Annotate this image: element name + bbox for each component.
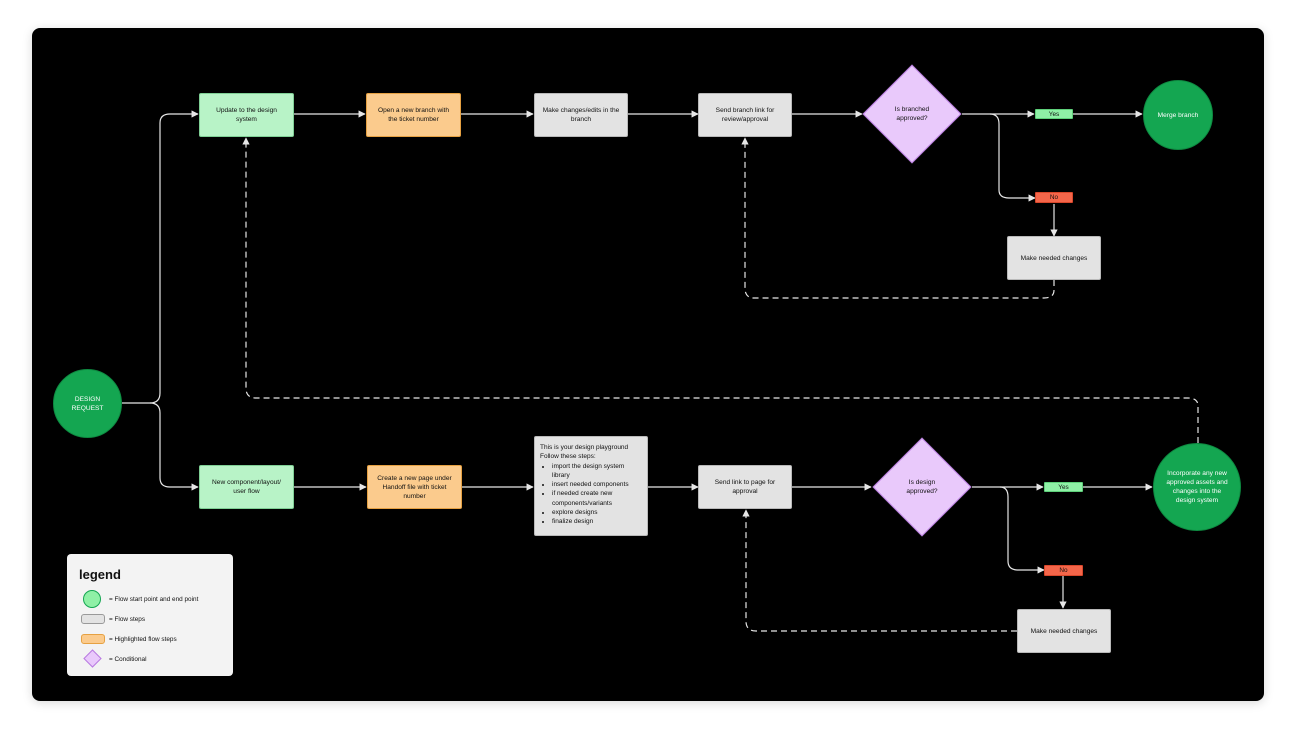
design-playground-note: This is your design playground Follow th… [534, 436, 648, 536]
yes-tag-bottom-label: Yes [1058, 483, 1069, 491]
legend-item-step: = Flow steps [79, 609, 221, 629]
terminal-swatch-icon [83, 590, 101, 608]
no-tag-top-label: No [1049, 194, 1059, 201]
yes-tag-bottom: Yes [1044, 482, 1083, 492]
playground-title: This is your design playground [540, 444, 629, 451]
design-request-start[interactable]: DESIGN REQUEST [53, 369, 122, 438]
design-approved-label: Is design approved? [906, 479, 938, 495]
legend-item-label: = Highlighted flow steps [109, 635, 177, 643]
connector-decision-to-no [989, 113, 1036, 202]
legend-item-label: = Flow steps [109, 615, 146, 623]
playground-steps: import the design system library insert … [540, 462, 642, 527]
playground-step: import the design system library [552, 462, 642, 481]
send-branch-link-step[interactable]: Send branch link for review/approval [698, 93, 792, 137]
legend-item-label: = Flow start point and end point [109, 595, 199, 603]
update-design-system-step[interactable]: Update to the design system [199, 93, 294, 137]
highlight-swatch-icon [81, 634, 105, 644]
loop-incorporate-to-update [242, 137, 1199, 443]
create-page-label: Create a new page under Handoff file wit… [377, 474, 452, 500]
make-needed-changes-bottom-step[interactable]: Make needed changes [1017, 609, 1111, 653]
new-component-step[interactable]: New component/layout/ user flow [199, 465, 294, 509]
make-needed-changes-top-step[interactable]: Make needed changes [1007, 236, 1101, 280]
send-page-link-step[interactable]: Send link to page for approval [698, 465, 792, 509]
playground-step: finalize design [552, 517, 642, 526]
connector-start-to-new-component [149, 402, 199, 491]
connector-layer [122, 110, 1199, 632]
create-page-step[interactable]: Create a new page under Handoff file wit… [367, 465, 462, 509]
connector-start-to-update [122, 110, 199, 404]
design-approved-decision[interactable]: Is design approved? [872, 437, 972, 537]
loop-back-top [741, 137, 1055, 299]
legend-item-highlight: = Highlighted flow steps [79, 629, 221, 649]
merge-branch-end[interactable]: Merge branch [1143, 80, 1213, 150]
make-needed-changes-top-label: Make needed changes [1020, 254, 1088, 262]
legend-item-label: = Conditional [109, 655, 147, 663]
conditional-swatch-icon [83, 649, 102, 668]
legend-item-terminal: = Flow start point and end point [79, 589, 221, 609]
make-changes-branch-label: Make changes/edits in the branch [542, 107, 620, 123]
loop-back-bottom [742, 509, 1017, 632]
legend-panel: legend = Flow start point and end point … [67, 554, 233, 676]
design-request-label: DESIGN REQUEST [71, 395, 104, 412]
legend-title: legend [79, 567, 121, 582]
no-tag-bottom: No [1044, 565, 1083, 576]
yes-tag-top: Yes [1035, 109, 1073, 119]
update-design-system-label: Update to the design system [216, 107, 277, 123]
branch-approved-decision[interactable]: Is branched approved? [862, 64, 962, 164]
playground-step: explore designs [552, 508, 642, 517]
playground-step: if needed create new components/variants [552, 489, 642, 508]
open-branch-label: Open a new branch with the ticket number [377, 107, 450, 123]
playground-step: insert needed components [552, 480, 642, 489]
no-tag-top: No [1035, 192, 1073, 203]
open-branch-step[interactable]: Open a new branch with the ticket number [366, 93, 461, 137]
yes-tag-top-label: Yes [1048, 110, 1060, 118]
no-tag-bottom-label: No [1059, 567, 1068, 574]
flowchart-canvas: DESIGN REQUEST Update to the design syst… [32, 28, 1264, 701]
make-changes-branch-step[interactable]: Make changes/edits in the branch [534, 93, 628, 137]
merge-branch-label: Merge branch [1157, 111, 1199, 119]
step-swatch-icon [81, 614, 105, 624]
make-needed-changes-bottom-label: Make needed changes [1030, 627, 1098, 635]
playground-subtitle: Follow these steps: [540, 453, 596, 461]
incorporate-label: Incorporate any new approved assets and … [1166, 470, 1228, 504]
legend-item-conditional: = Conditional [79, 649, 221, 669]
new-component-label: New component/layout/ user flow [212, 479, 281, 495]
incorporate-end[interactable]: Incorporate any new approved assets and … [1153, 443, 1241, 531]
send-page-link-label: Send link to page for approval [714, 479, 776, 495]
branch-approved-label: Is branched approved? [894, 106, 930, 122]
connector-decision-to-no-bottom [999, 486, 1045, 574]
send-branch-link-label: Send branch link for review/approval [715, 107, 775, 123]
